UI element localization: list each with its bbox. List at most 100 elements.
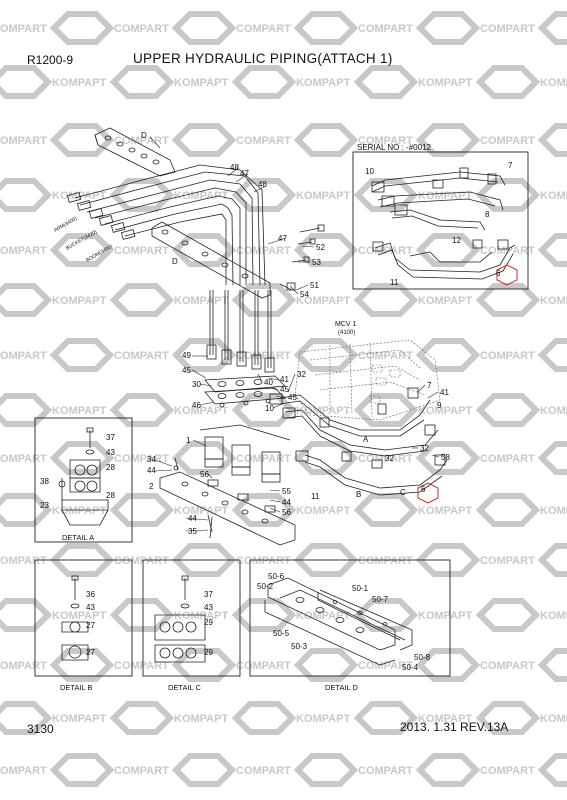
leader-line [431,454,440,458]
watermark-tile: KOMPAPT [231,178,350,212]
watermark-tile: KOMPAPT [475,701,567,735]
detail-callout: 50-1 [352,584,369,593]
watermark-tile: COMPART [415,338,535,372]
leader-line [287,373,296,393]
part-callout: 51 [310,281,319,290]
upper-clamp-bar [94,127,176,177]
watermark-text: COMPART [114,245,169,257]
watermark-text: COMPART [358,350,413,362]
watermark-tile: COMPART [171,123,291,157]
support-blocks [173,424,291,483]
watermark-text: KOMPAPT [418,77,472,89]
watermark-tile: COMPART [49,441,169,475]
part-callout: 30 [192,380,201,389]
watermark-text: COMPART [114,453,169,465]
detail-title: DETAIL B [60,683,93,692]
serial-callout: 6 [496,269,501,278]
watermark-tile: COMPART [49,648,169,682]
watermark-tile: KOMPAPT [0,393,106,427]
detail-callout: 28 [106,491,115,500]
watermark-tile: KOMPAPT [475,178,567,212]
watermark-text: COMPART [480,453,535,465]
leader-line [427,391,439,399]
detail-callout: 43 [204,603,213,612]
page-number: 3130 [27,722,54,736]
watermark-tile: COMPART [537,543,567,577]
detail-callout: 23 [40,501,49,510]
watermark-text: COMPART [0,23,47,35]
part-callout: 55 [282,487,291,496]
model-code: R1200-9 [27,53,74,67]
watermark-text: COMPART [0,245,47,257]
detail-callout: 50-5 [273,629,290,638]
watermark-text: KOMPAPT [174,610,228,622]
watermark-text: KOMPAPT [540,405,567,417]
watermark-tile: KOMPAPT [109,393,228,427]
watermark-text: KOMPAPT [174,405,228,417]
watermark-text: KOMPAPT [52,295,106,307]
watermark-tile: COMPART [293,233,413,267]
detail-d-parts [264,577,413,666]
watermark-text: COMPART [358,135,413,147]
leader-line [192,439,207,447]
part-callout: 46 [192,401,201,410]
part-callout: 9 [437,401,442,410]
detail-callout: 28 [106,463,115,472]
watermark-tile: COMPART [293,338,413,372]
watermark-text: COMPART [480,245,535,257]
watermark-text: COMPART [236,350,291,362]
hose-bundle: ARM(3400) BUCKET(3420) BOOM(3400) [53,164,266,286]
detail-a-frame [34,417,133,543]
part-callout: 44 [188,514,197,523]
watermark-tile: COMPART [537,648,567,682]
watermark-text: COMPART [358,23,413,35]
watermark-text: COMPART [480,23,535,35]
lower-clamp-bar [151,221,271,299]
watermark-text: KOMPAPT [540,190,567,202]
watermark-tile: KOMPAPT [109,65,228,99]
watermark-text: KOMPAPT [296,610,350,622]
detail-callout: 50-7 [372,595,389,604]
detail-callout: 36 [86,590,95,599]
page-title: UPPER HYDRAULIC PIPING(ATTACH 1) [133,51,393,66]
leader-line [269,499,281,503]
detail-callout: 37 [106,433,115,442]
detail-callout: 37 [204,590,213,599]
watermark-text: KOMPAPT [418,295,472,307]
watermark-text: COMPART [358,660,413,672]
watermark-text: KOMPAPT [52,77,106,89]
watermark-tile: COMPART [415,648,535,682]
watermark-tile: COMPART [171,11,291,45]
watermark-text: KOMPAPT [296,190,350,202]
mcv-sub: (4100) [338,330,355,336]
leader-line [191,369,207,379]
part-callout: 45 [182,366,191,375]
watermark-text: KOMPAPT [174,77,228,89]
hose-label-boom: BOOM(3400) [85,244,114,264]
watermark-tile: KOMPAPT [231,701,350,735]
part-callout: 44 [282,498,291,507]
watermark-tile: COMPART [0,765,47,777]
watermark-tile: COMPART [415,753,535,787]
leader-line [267,377,279,381]
watermark-tile: KOMPAPT [0,598,106,632]
watermark-text: COMPART [114,23,169,35]
part-callout: 44 [147,466,156,475]
watermark-text: COMPART [0,350,47,362]
watermark-text: COMPART [358,245,413,257]
part-callout: 11 [311,492,320,501]
watermark-text: KOMPAPT [540,713,567,725]
watermark-text: KOMPAPT [174,295,228,307]
watermark-tile: KOMPAPT [475,598,567,632]
watermark-text: COMPART [236,23,291,35]
watermark-text: COMPART [480,660,535,672]
watermark-text: COMPART [114,135,169,147]
watermark-tile: KOMPAPT [0,701,106,735]
watermark-tile: COMPART [537,11,567,45]
part-callout: 2 [149,482,154,491]
detail-a-parts [58,427,109,526]
watermark-tile: KOMPAPT [0,283,106,317]
part-callout: 56 [282,508,291,517]
